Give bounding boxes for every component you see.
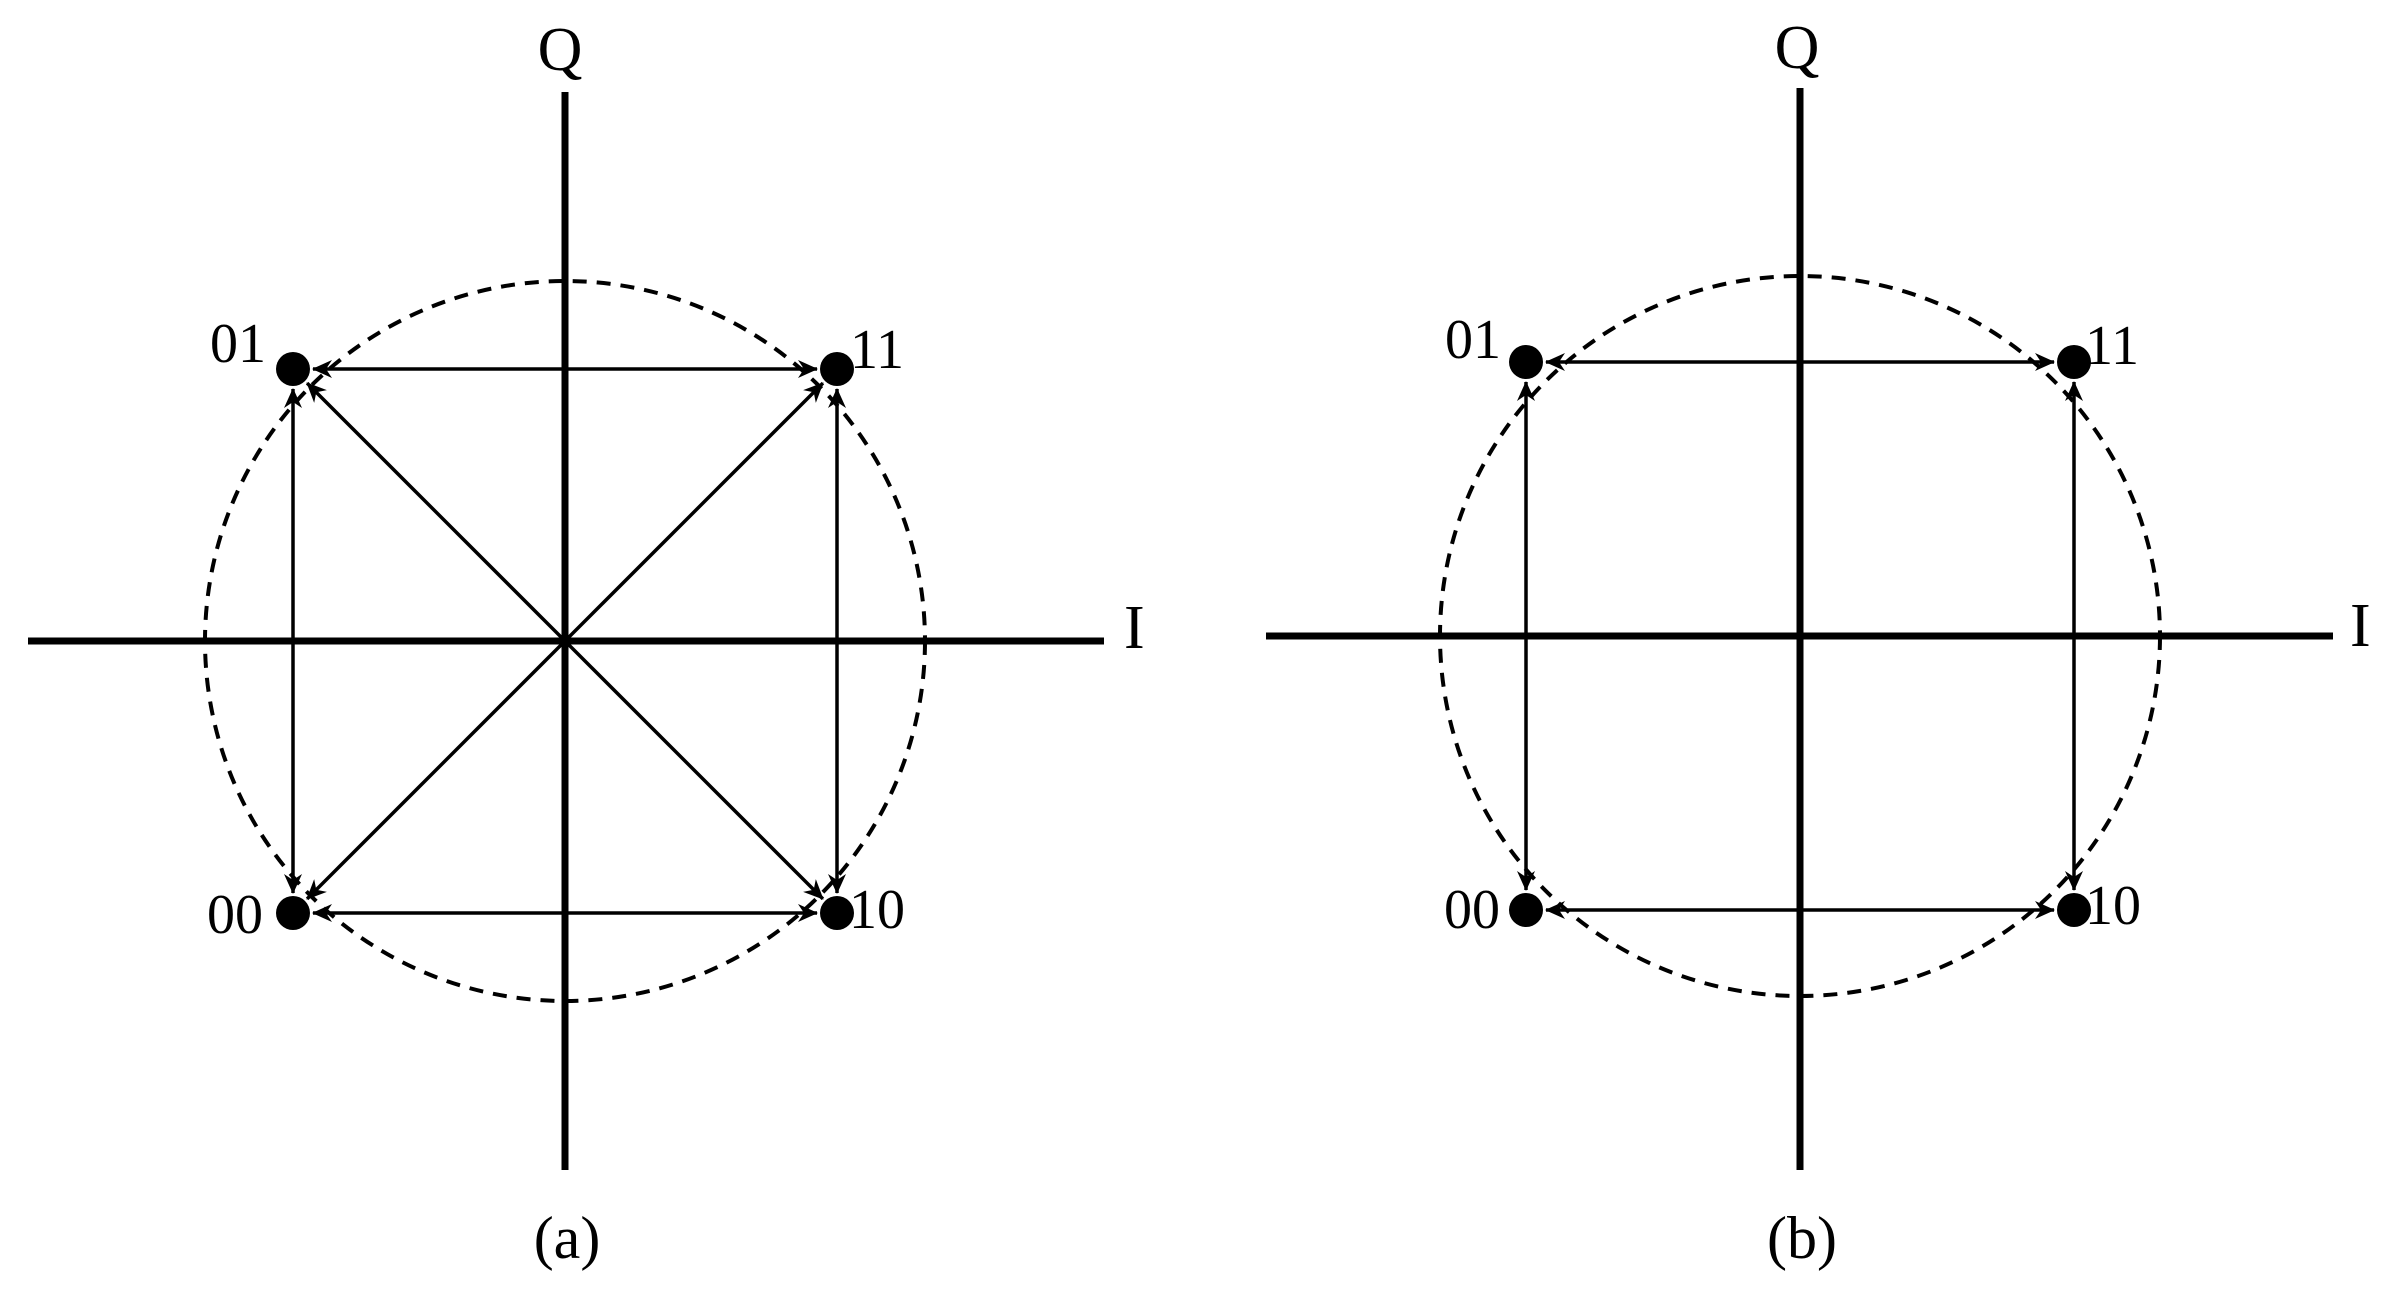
panel-b: Q I 01 11 00 10 (b) — [1266, 14, 2371, 1271]
panel-a-point-label-00: 00 — [207, 884, 263, 946]
panel-b-point-label-11: 11 — [2085, 315, 2139, 377]
panel-a-point-10 — [820, 896, 854, 930]
panel-a-q-axis-label: Q — [538, 16, 583, 84]
panel-b-transitions — [1517, 353, 2083, 919]
panel-a-caption: (a) — [534, 1205, 601, 1271]
panel-a-points — [276, 352, 854, 930]
panel-a-axes — [28, 92, 1104, 1170]
panel-b-axes — [1266, 88, 2333, 1170]
panel-b-q-axis-label: Q — [1775, 14, 1820, 82]
panel-b-point-10 — [2057, 893, 2091, 927]
panel-a-transitions — [284, 360, 846, 922]
panel-b-point-label-01: 01 — [1445, 309, 1501, 371]
panel-b-point-11 — [2057, 345, 2091, 379]
panel-b-point-01 — [1509, 345, 1543, 379]
panel-a-i-axis-label: I — [1124, 594, 1145, 662]
panel-a-point-label-10: 10 — [849, 879, 905, 941]
panel-b-points — [1509, 345, 2091, 927]
panel-a-transition-11-00 — [305, 381, 825, 901]
panel-b-point-label-00: 00 — [1444, 879, 1500, 941]
panel-b-point-00 — [1509, 893, 1543, 927]
panel-a-point-11 — [820, 352, 854, 386]
panel-a-point-00 — [276, 896, 310, 930]
panel-a-point-label-01: 01 — [210, 313, 266, 375]
panel-a-point-01 — [276, 352, 310, 386]
panel-a: Q I 01 11 00 10 (a) — [28, 16, 1145, 1271]
panel-b-caption: (b) — [1767, 1205, 1837, 1271]
panel-b-i-axis-label: I — [2350, 592, 2371, 660]
panel-a-point-label-11: 11 — [850, 319, 904, 381]
panel-b-point-label-10: 10 — [2085, 875, 2141, 937]
